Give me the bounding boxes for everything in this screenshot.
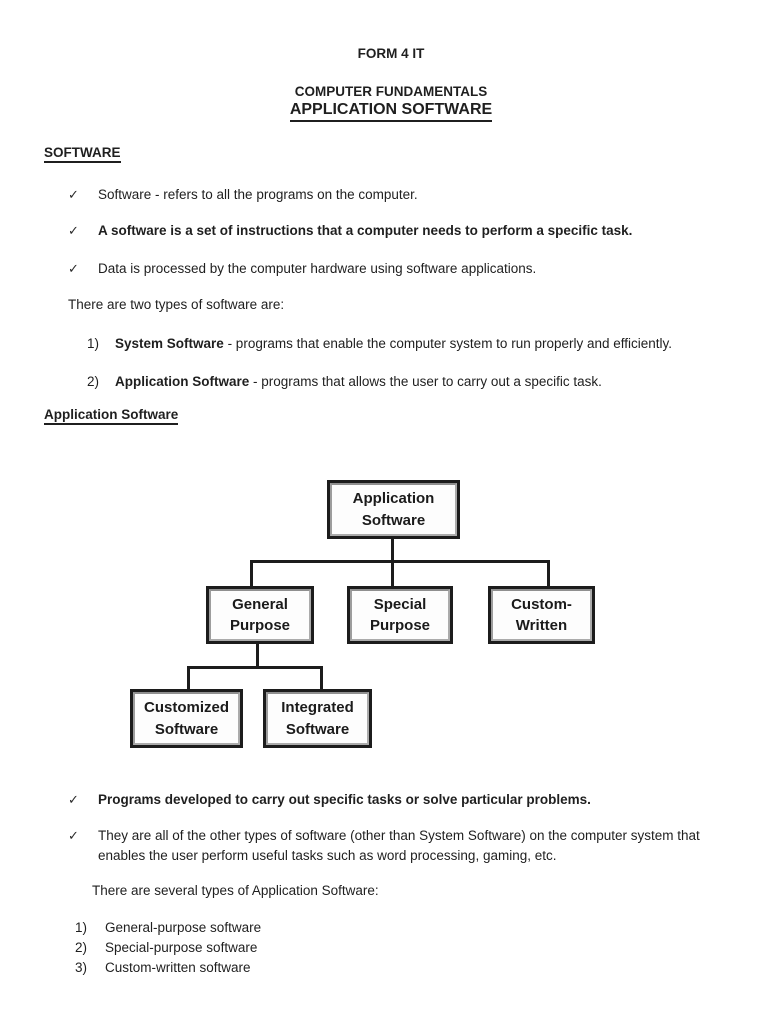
box-label-line: Purpose	[369, 617, 430, 634]
bullet-text: A software is a set of instructions that…	[98, 223, 633, 238]
bullet-text-line: enables the user perform useful tasks su…	[98, 848, 557, 864]
software-bullet-1: ✓ Software - refers to all the programs …	[68, 185, 728, 205]
connector-drop-customized	[187, 666, 190, 692]
list-desc: - programs that enable the computer syst…	[227, 336, 673, 351]
diagram-box-custom-written: Custom- Written	[488, 586, 595, 644]
list-text: Custom-written software	[105, 960, 251, 975]
list-number: 2)	[75, 940, 88, 955]
box-label-line: Software	[154, 720, 219, 738]
connector-drop-integrated	[320, 666, 323, 692]
application-bullet-1: ✓ Programs developed to carry out specif…	[68, 790, 728, 810]
bullet-text-line: They are all of the other types of softw…	[98, 828, 700, 843]
box-label-line: Software	[285, 720, 350, 738]
list-text: General-purpose software	[105, 920, 262, 935]
check-icon: ✓	[68, 187, 79, 202]
diagram-box-general-purpose: General Purpose	[206, 586, 314, 644]
box-label-line: Integrated	[281, 699, 354, 717]
box-label-line: Application	[352, 490, 435, 508]
software-bullet-3: ✓ Data is processed by the computer hard…	[68, 259, 728, 279]
form-title: FORM 4 IT	[357, 46, 425, 61]
application-type-1: 1) General-purpose software	[75, 920, 261, 935]
list-text: Application Software - programs that all…	[115, 374, 602, 389]
page-title: APPLICATION SOFTWARE	[44, 101, 738, 122]
list-number: 3)	[75, 960, 88, 975]
page-title-text: APPLICATION SOFTWARE	[289, 101, 493, 122]
list-number: 2)	[87, 374, 100, 389]
diagram-box-integrated-software: Integrated Software	[263, 689, 372, 748]
list-text: System Software - programs that enable t…	[115, 336, 672, 351]
box-label-line: Custom-	[511, 595, 572, 613]
software-type-1: 1) System Software - programs that enabl…	[87, 336, 738, 351]
software-heading: SOFTWARE	[44, 145, 121, 163]
list-term: System Software	[115, 336, 224, 351]
software-type-2: 2) Application Software - programs that …	[87, 374, 738, 389]
check-icon: ✓	[68, 261, 79, 276]
check-icon: ✓	[68, 792, 79, 807]
box-label-line: Customized	[143, 699, 229, 717]
application-heading: Application Software	[44, 407, 179, 425]
connector-drop-custom	[547, 560, 550, 588]
list-number: 1)	[75, 920, 88, 935]
bullet-text: They are all of the other types of softw…	[98, 826, 700, 867]
bullet-text: Software - refers to all the programs on…	[98, 187, 418, 202]
connector-root-down	[391, 537, 394, 563]
box-label-line: Special	[373, 595, 427, 613]
diagram-box-application-software: Application Software	[327, 480, 460, 539]
box-label-line: Software	[361, 511, 426, 529]
connector-level2-horizontal	[187, 666, 323, 669]
connector-level1-horizontal	[250, 560, 550, 563]
check-icon: ✓	[68, 828, 79, 843]
box-label-line: General	[232, 595, 288, 613]
bullet-text: Data is processed by the computer hardwa…	[98, 261, 537, 276]
bullet-text: Programs developed to carry out specific…	[98, 792, 591, 807]
box-label-line: Purpose	[229, 617, 290, 634]
application-type-3: 3) Custom-written software	[75, 960, 251, 975]
software-bullet-2: ✓ A software is a set of instructions th…	[68, 221, 728, 241]
connector-drop-general	[250, 560, 253, 588]
diagram-box-special-purpose: Special Purpose	[347, 586, 453, 644]
list-number: 1)	[87, 336, 100, 351]
diagram-box-customized-software: Customized Software	[130, 689, 243, 748]
list-desc: - programs that allows the user to carry…	[253, 374, 602, 389]
list-text: Special-purpose software	[105, 940, 258, 955]
subject-title: COMPUTER FUNDAMENTALS	[294, 84, 488, 99]
check-icon: ✓	[68, 223, 79, 238]
connector-general-down	[256, 642, 259, 669]
list-term: Application Software	[115, 374, 250, 389]
application-intro: There are several types of Application S…	[92, 883, 379, 898]
connector-drop-special	[391, 560, 394, 588]
software-intro: There are two types of software are:	[68, 297, 285, 312]
application-bullet-2: ✓ They are all of the other types of sof…	[68, 826, 728, 867]
box-label-line: Written	[515, 617, 568, 634]
application-type-2: 2) Special-purpose software	[75, 940, 257, 955]
